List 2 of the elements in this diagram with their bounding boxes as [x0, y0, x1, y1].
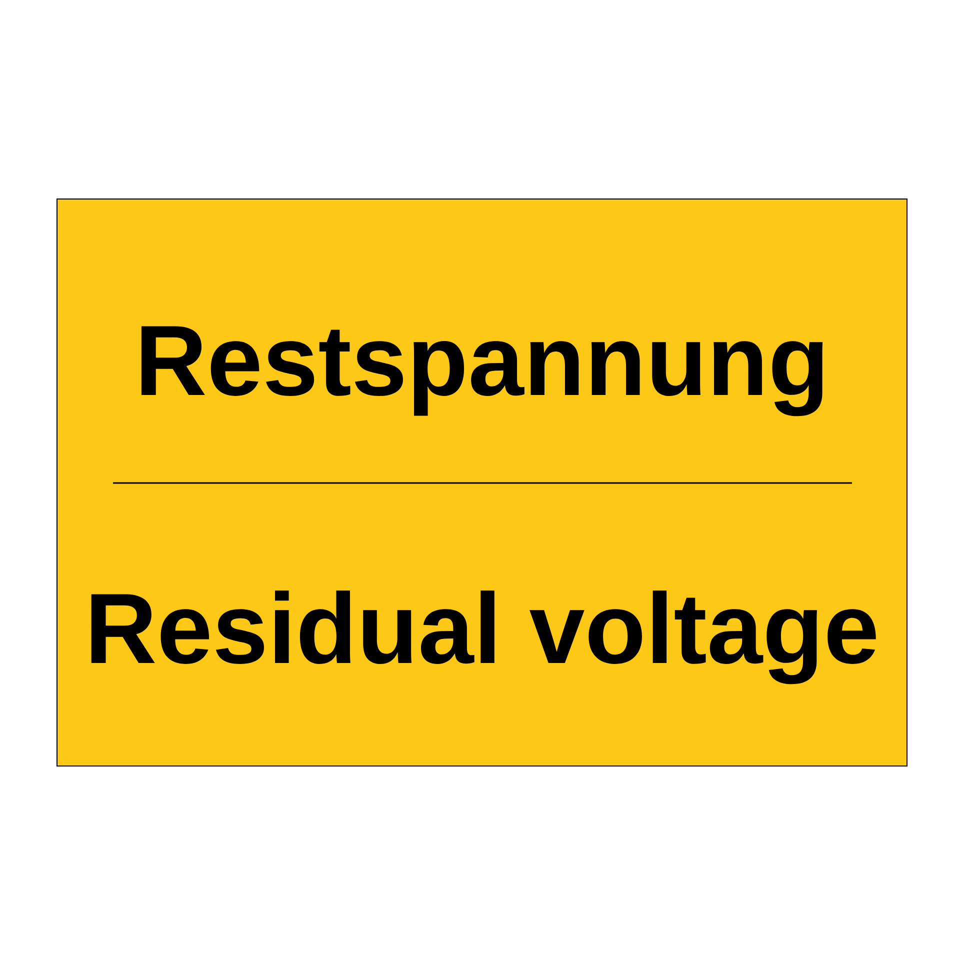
sign-text: Residual voltage	[91, 590, 876, 684]
sign-text: Restspannung	[141, 326, 823, 416]
